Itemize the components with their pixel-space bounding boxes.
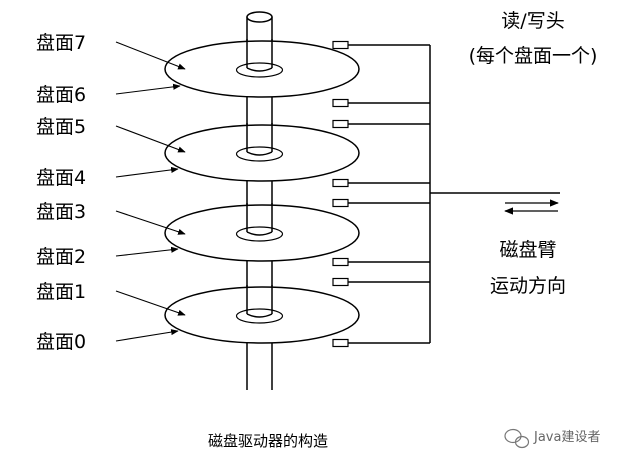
- platter-3: [164, 39, 360, 98]
- head-4: [332, 178, 430, 188]
- head-2: [332, 257, 430, 267]
- surface-label-6: 盘面6: [36, 83, 181, 106]
- pointer-arrow: [115, 329, 179, 342]
- surface-label-3: 盘面3: [36, 201, 186, 235]
- watermark: Java建设者: [504, 428, 600, 449]
- surface-label-7: 盘面7: [36, 32, 186, 70]
- surface-label-1: 盘面1: [36, 281, 186, 316]
- pointer-arrow: [115, 166, 179, 178]
- surface-label-2: 盘面2: [36, 246, 179, 268]
- platter-0: [164, 285, 360, 344]
- surface-label-0: 盘面0: [36, 329, 179, 353]
- arm-label-line1: 磁盘臂: [499, 239, 556, 261]
- surface-label-text: 盘面0: [36, 331, 86, 353]
- head-0: [332, 338, 430, 348]
- surface-labels: 盘面7 盘面6 盘面5 盘面4 盘面3 盘面2 盘面1 盘面0: [36, 32, 186, 353]
- arm-label-line2: 运动方向: [490, 275, 566, 297]
- pointer-arrow: [115, 83, 181, 95]
- platter-2: [164, 123, 360, 182]
- surface-label-4: 盘面4: [36, 166, 179, 189]
- head-label-line1: 读/写头: [501, 10, 564, 32]
- pointer-arrow: [115, 210, 186, 235]
- head-7: [332, 40, 430, 50]
- pointer-arrow: [115, 246, 179, 257]
- pointer-arrow: [115, 290, 186, 316]
- head-3: [332, 198, 430, 208]
- platter-1: [164, 203, 360, 262]
- surface-label-5: 盘面5: [36, 116, 186, 153]
- surface-label-text: 盘面5: [36, 116, 86, 138]
- platters: [164, 39, 360, 344]
- watermark-text: Java建设者: [533, 430, 600, 445]
- surface-label-text: 盘面4: [36, 167, 86, 189]
- head-5: [332, 119, 430, 129]
- head-label-line2: (每个盘面一个): [469, 45, 598, 67]
- surface-label-text: 盘面1: [36, 281, 86, 303]
- wechat-icon: [504, 428, 530, 449]
- pointer-arrow: [115, 125, 186, 153]
- surface-label-text: 盘面2: [36, 246, 86, 268]
- head-6: [332, 98, 430, 108]
- caption: 磁盘驱动器的构造: [208, 432, 328, 450]
- read-write-heads: [332, 40, 430, 348]
- arm-assembly: [429, 45, 560, 343]
- pointer-arrow: [115, 41, 186, 70]
- surface-label-text: 盘面3: [36, 201, 86, 223]
- surface-label-text: 盘面7: [36, 32, 86, 54]
- arm-direction-arrows: [504, 199, 559, 215]
- head-1: [332, 277, 430, 287]
- surface-label-text: 盘面6: [36, 84, 86, 106]
